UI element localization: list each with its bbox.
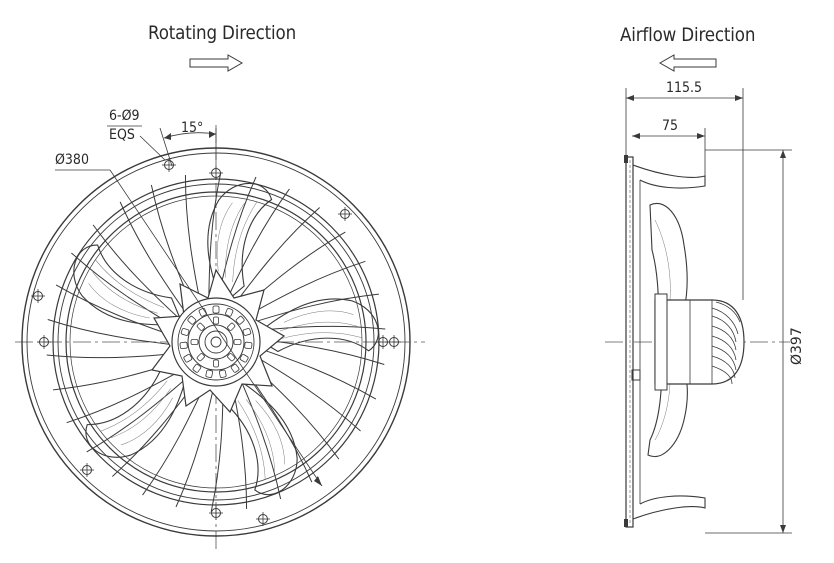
cable-gland [631,369,641,381]
dimension-115-label: 115.5 [666,80,703,96]
dimension-75-label: 75 [662,118,679,134]
hole-spec-leader [139,135,166,161]
diameter-380-label: Ø380 [55,152,89,168]
hole-spec-eqs-label: EQS [109,127,135,143]
airflow-direction-title: Airflow Direction [620,24,756,46]
guard-bottom [632,495,706,520]
side-view [605,54,792,534]
diameter-380-leader [109,169,323,487]
rotating-direction-title: Rotating Direction [148,22,296,44]
diameter-397-label: Ø397 [789,327,805,365]
mounting-hole-6 [30,288,46,304]
motor-fins [689,300,741,385]
hole-angle-leader [159,127,173,167]
guard-top [632,164,706,189]
motor-flange [654,293,668,391]
motor-hub [150,268,286,414]
mounting-plate [625,156,634,528]
front-view [15,54,425,552]
airflow-direction-arrow [658,54,717,72]
rotating-direction-arrow [189,54,244,72]
guard-ring [65,191,367,493]
angle-15-label: 15° [181,120,204,136]
motor-body [654,299,745,385]
hole-spec-label: 6-Ø9 [109,108,140,124]
